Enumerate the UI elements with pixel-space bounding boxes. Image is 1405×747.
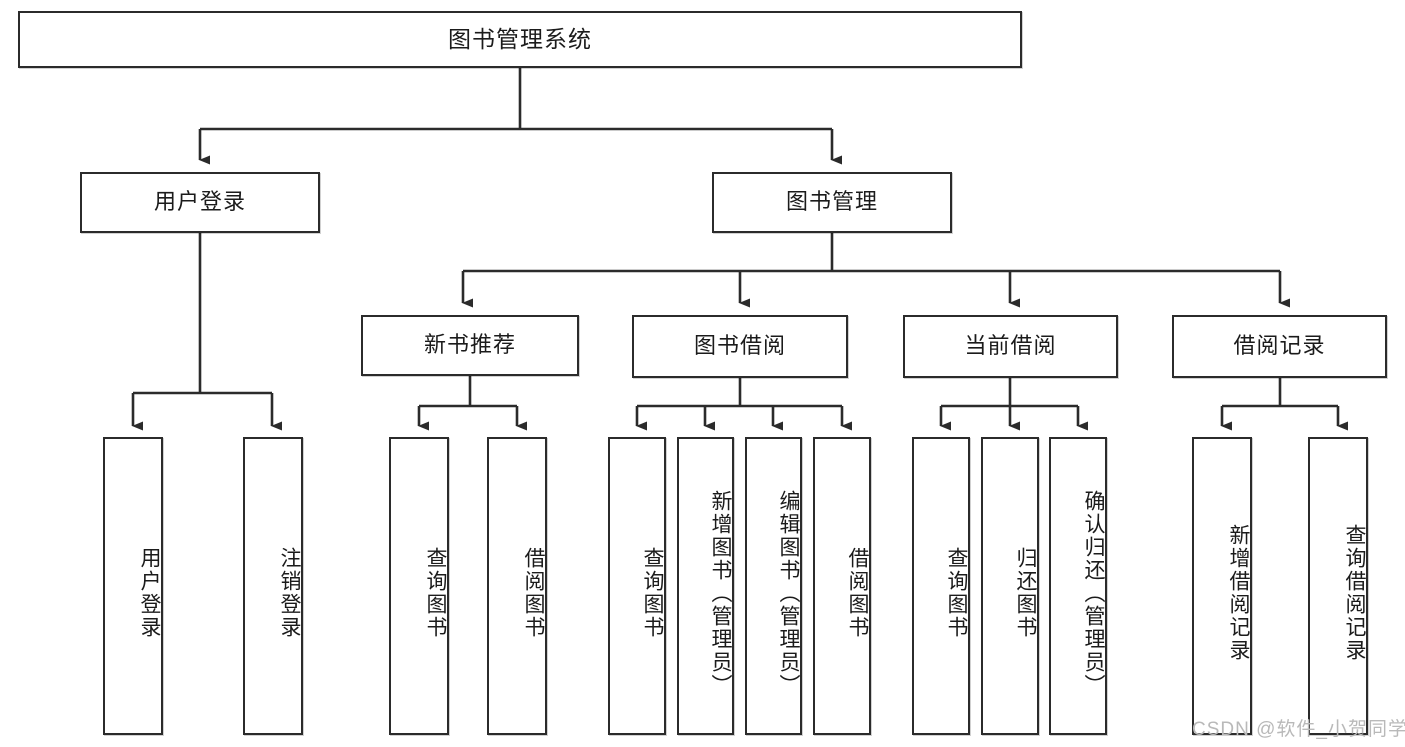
node-leaf-logout-login-label: 注销登录	[278, 547, 301, 639]
node-user-login[interactable]: 用户登录	[80, 172, 320, 233]
node-leaf-query-book-1[interactable]: 查询图书	[389, 437, 449, 735]
node-book-management-label: 图书管理	[785, 189, 878, 215]
node-root-label: 图书管理系统	[448, 25, 592, 52]
node-root[interactable]: 图书管理系统	[18, 11, 1022, 68]
node-leaf-borrow-book-2[interactable]: 借阅图书	[813, 437, 871, 735]
node-leaf-confirm-return-label: 确认归还（管理员）	[1082, 489, 1105, 697]
node-current-borrow-label: 当前借阅	[964, 333, 1057, 359]
node-leaf-borrow-book-1[interactable]: 借阅图书	[487, 437, 547, 735]
node-book-borrow-label: 图书借阅	[693, 333, 786, 359]
node-new-book-recommend-label: 新书推荐	[423, 332, 516, 358]
node-leaf-return-book[interactable]: 归还图书	[981, 437, 1039, 735]
node-borrow-record-label: 借阅记录	[1233, 333, 1326, 359]
node-leaf-query-book-2[interactable]: 查询图书	[608, 437, 666, 735]
node-leaf-add-book-label: 新增图书（管理员）	[709, 489, 732, 697]
node-leaf-logout-login[interactable]: 注销登录	[243, 437, 303, 735]
node-leaf-user-login-label: 用户登录	[138, 547, 161, 639]
node-leaf-borrow-book-2-label: 借阅图书	[846, 547, 869, 639]
node-leaf-edit-book[interactable]: 编辑图书（管理员）	[745, 437, 802, 735]
node-leaf-query-record[interactable]: 查询借阅记录	[1308, 437, 1368, 735]
node-book-management[interactable]: 图书管理	[712, 172, 952, 233]
node-leaf-add-book[interactable]: 新增图书（管理员）	[677, 437, 734, 735]
node-borrow-record[interactable]: 借阅记录	[1172, 315, 1387, 378]
node-leaf-edit-book-label: 编辑图书（管理员）	[777, 489, 800, 697]
node-leaf-query-book-1-label: 查询图书	[424, 547, 447, 639]
node-leaf-query-book-2-label: 查询图书	[641, 547, 664, 639]
node-leaf-query-record-label: 查询借阅记录	[1343, 524, 1366, 662]
node-leaf-borrow-book-1-label: 借阅图书	[522, 547, 545, 639]
node-leaf-confirm-return[interactable]: 确认归还（管理员）	[1049, 437, 1107, 735]
node-user-login-label: 用户登录	[153, 189, 246, 215]
node-leaf-add-record[interactable]: 新增借阅记录	[1192, 437, 1252, 735]
node-new-book-recommend[interactable]: 新书推荐	[361, 315, 579, 376]
node-book-borrow[interactable]: 图书借阅	[632, 315, 848, 378]
node-leaf-return-book-label: 归还图书	[1014, 547, 1037, 639]
node-leaf-query-book-3[interactable]: 查询图书	[912, 437, 970, 735]
node-leaf-add-record-label: 新增借阅记录	[1227, 524, 1250, 662]
node-leaf-query-book-3-label: 查询图书	[945, 547, 968, 639]
node-current-borrow[interactable]: 当前借阅	[903, 315, 1118, 378]
watermark-text: CSDN @软件_小贺同学	[1192, 719, 1405, 740]
node-leaf-user-login[interactable]: 用户登录	[103, 437, 163, 735]
